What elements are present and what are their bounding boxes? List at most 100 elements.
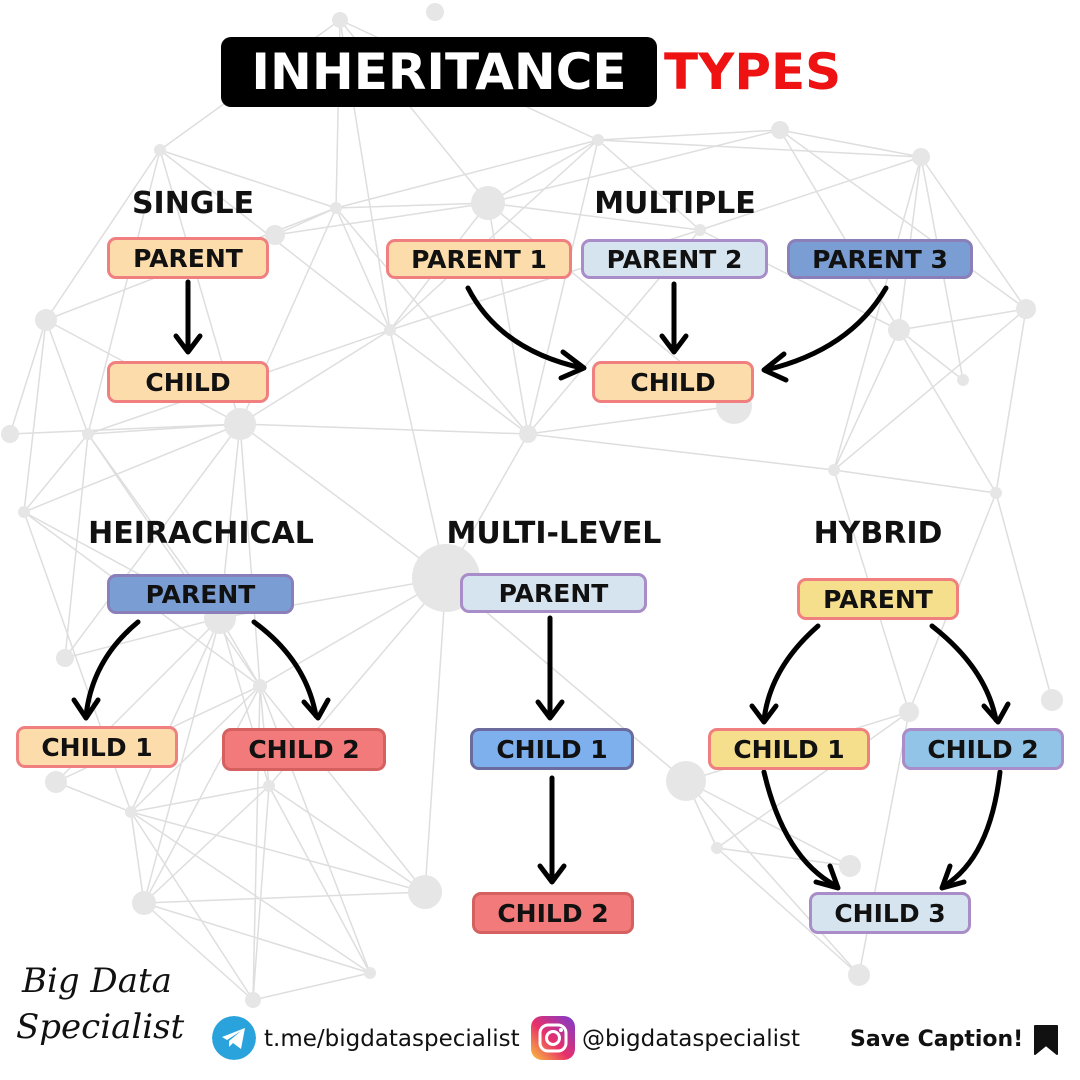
background-network-line	[239, 423, 529, 435]
background-network-line	[159, 149, 337, 209]
background-network-line	[335, 202, 489, 209]
save-caption-text: Save Caption!	[850, 1027, 1024, 1052]
background-network-line	[898, 329, 997, 494]
background-network-node	[771, 121, 789, 139]
background-network-node	[899, 702, 919, 722]
background-network-node	[45, 771, 67, 793]
background-network-line	[259, 685, 426, 893]
background-network-node	[666, 761, 706, 801]
background-network-line	[779, 129, 1027, 310]
background-network-line	[274, 202, 489, 236]
background-network-node	[519, 425, 537, 443]
background-network-line	[424, 577, 447, 893]
background-network-node	[330, 202, 342, 214]
background-network-line	[389, 329, 529, 435]
background-network-node	[592, 134, 604, 146]
title-banner	[221, 37, 657, 107]
background-network-line	[239, 329, 391, 425]
background-network-line	[597, 129, 781, 141]
section-title-hybrid: HYBRID	[813, 516, 943, 551]
bookmark-icon[interactable]	[1033, 1024, 1059, 1056]
background-network-node	[82, 428, 94, 440]
background-network-line	[335, 139, 599, 209]
multiple-parent1-node: PARENT 1	[386, 239, 572, 279]
single-parent-node: PARENT	[107, 237, 269, 279]
background-network-line	[9, 423, 241, 435]
background-network-line	[833, 156, 922, 471]
section-title-hierarchical: HEIRACHICAL	[88, 516, 314, 551]
background-network-line	[130, 811, 371, 974]
background-network-line	[685, 780, 851, 867]
background-network-node	[154, 144, 166, 156]
background-network-line	[23, 319, 47, 513]
background-network-line	[87, 149, 161, 435]
background-network-line	[527, 433, 835, 471]
background-network-line	[130, 811, 145, 904]
background-network-line	[143, 785, 270, 904]
background-network-line	[143, 891, 426, 904]
background-network-line	[487, 202, 529, 435]
hybrid-child1-node: CHILD 1	[708, 728, 870, 770]
instagram-handle[interactable]: @bigdataspecialist	[582, 1026, 801, 1052]
background-network-node	[888, 319, 910, 341]
background-network-line	[335, 207, 391, 331]
background-network-line	[130, 617, 221, 813]
background-network-node	[35, 309, 57, 331]
background-network-node	[332, 12, 348, 28]
telegram-icon[interactable]	[212, 1016, 256, 1060]
background-network-line	[898, 329, 964, 381]
hierarchical-child2-node: CHILD 2	[222, 728, 386, 771]
multilevel-parent-node: PARENT	[460, 573, 647, 613]
background-network-line	[87, 433, 261, 687]
background-network-node	[245, 992, 261, 1008]
brand-logo: Big Data Specialist	[16, 958, 184, 1068]
background-network-line	[130, 811, 426, 893]
hybrid-child2-node: CHILD 2	[902, 728, 1064, 770]
background-network-line	[87, 423, 241, 435]
background-network-node	[125, 806, 137, 818]
background-network-node	[263, 780, 275, 792]
background-network-line	[143, 902, 254, 1001]
instagram-icon[interactable]	[531, 1016, 575, 1060]
background-network-line	[64, 423, 241, 659]
background-network-node	[18, 506, 30, 518]
background-network-line	[716, 847, 851, 867]
background-network-node	[132, 891, 156, 915]
background-network-line	[699, 156, 922, 231]
page-title: INHERITANCE	[251, 43, 627, 101]
background-network-node	[224, 408, 256, 440]
brand-logo-line1: Big Data	[22, 961, 172, 1001]
background-network-line	[268, 785, 371, 974]
background-network-line	[23, 433, 89, 513]
background-network-line	[389, 139, 599, 331]
background-network-node	[1016, 299, 1036, 319]
background-network-node	[471, 186, 505, 220]
background-network-line	[995, 308, 1027, 494]
background-network-line	[143, 902, 371, 974]
background-network-line	[268, 785, 426, 893]
background-network-node	[990, 487, 1002, 499]
background-network-line	[685, 780, 860, 976]
background-network-node	[384, 324, 396, 336]
background-network-node	[426, 3, 444, 21]
background-network-line	[389, 329, 447, 579]
multilevel-child2-node: CHILD 2	[472, 892, 634, 934]
single-child-node: CHILD	[107, 361, 269, 403]
background-network-node	[839, 855, 861, 877]
background-network-node	[253, 679, 267, 693]
background-network-line	[252, 785, 270, 1001]
multiple-child-node: CHILD	[592, 361, 754, 403]
hybrid-child3-node: CHILD 3	[809, 892, 971, 934]
telegram-link[interactable]: t.me/bigdataspecialist	[264, 1026, 520, 1052]
background-network-line	[920, 156, 1027, 310]
background-network-line	[995, 492, 1053, 701]
background-network-node	[265, 225, 285, 245]
hybrid-parent-node: PARENT	[797, 578, 959, 620]
background-network-line	[833, 469, 997, 494]
background-network-line	[64, 617, 221, 659]
background-network-line	[239, 423, 261, 687]
background-network-node	[694, 224, 706, 236]
page-title-accent: TYPES	[664, 43, 842, 101]
background-network-line	[527, 405, 735, 435]
